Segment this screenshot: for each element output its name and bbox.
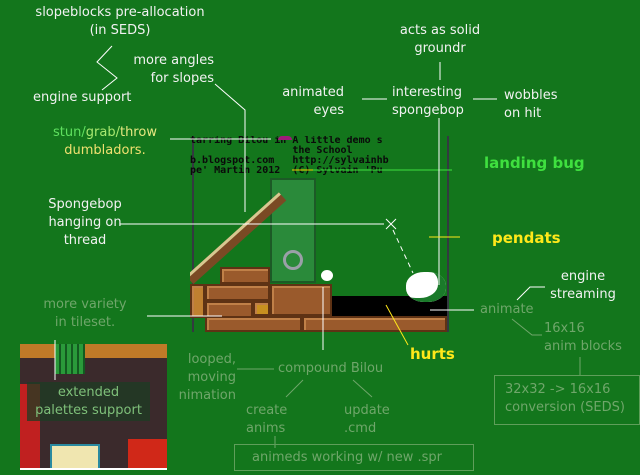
- note-stun-grab-throw: stun/grab/throw dumbladors.: [40, 124, 170, 160]
- bilou-head-icon: [278, 136, 292, 140]
- text-line: anims: [246, 421, 286, 436]
- spongebop-character: [406, 272, 446, 302]
- note-create-anims: create anims: [246, 402, 287, 438]
- text-line: 16x16: [544, 321, 585, 336]
- bilou-character: [321, 270, 333, 281]
- text-line: .cmd: [344, 421, 377, 436]
- stun-label: stun/: [53, 125, 86, 140]
- text-line: more angles: [133, 53, 214, 68]
- extended-palettes-label: extended palettes support: [27, 384, 150, 420]
- grab-label: grab/: [85, 125, 120, 140]
- game-screenshot: tarring Bilou in A little demo s the Sch…: [190, 136, 451, 332]
- note-compound-bilou: compound Bilou: [278, 361, 384, 376]
- text-line: thread: [63, 233, 107, 248]
- text-line: engine: [560, 269, 606, 284]
- note-update-cmd: update .cmd: [344, 402, 390, 438]
- text-line: moving: [187, 370, 236, 385]
- text-line: (in SEDS): [89, 23, 151, 38]
- text-line: interesting: [392, 85, 462, 100]
- text-line: 32x32 -> 16x16: [505, 382, 611, 397]
- text-line: looped,: [187, 352, 236, 367]
- note-interesting-spongebop: interesting spongebop: [392, 84, 464, 120]
- credits-line: pe' Martin 2012 (C) Sylvain 'Pu: [190, 165, 383, 176]
- note-more-angles: more angles for slopes: [110, 52, 214, 88]
- text-line: for slopes: [150, 71, 214, 86]
- text-line: groundr: [414, 41, 466, 56]
- note-acts-solid: acts as solid groundr: [385, 22, 495, 58]
- text-line: create: [246, 403, 288, 418]
- text-line: update: [344, 403, 390, 418]
- credits-line: tarring Bilou in A little demo s: [190, 136, 383, 146]
- note-animeds: animeds working w/ new .spr: [252, 450, 442, 465]
- text-line: in tileset.: [54, 315, 116, 330]
- credits-line: the School: [190, 145, 353, 156]
- text-line: palettes support: [35, 403, 142, 418]
- text-line: dumbladors.: [64, 143, 146, 158]
- note-looped: looped, moving nimation: [160, 351, 236, 405]
- text-line: anim blocks: [544, 339, 622, 354]
- text-line: streaming: [550, 287, 616, 302]
- note-slopeblocks: slopeblocks pre-allocation (in SEDS): [20, 4, 220, 40]
- note-engine-streaming: engine streaming: [540, 268, 626, 304]
- text-line: hanging on: [48, 215, 122, 230]
- note-spongebop-thread: Spongebop hanging on thread: [30, 196, 140, 250]
- note-conversion: 32x32 -> 16x16 conversion (SEDS): [505, 381, 625, 417]
- extended-palettes-overlay: [27, 382, 150, 421]
- note-animated-eyes: animated eyes: [260, 84, 344, 120]
- note-wobbles: wobbles on hit: [504, 87, 557, 123]
- note-engine-support: engine support: [33, 90, 132, 105]
- note-landing-bug: landing bug: [484, 154, 585, 172]
- note-pendats: pendats: [492, 229, 561, 247]
- text-line: on hit: [504, 106, 542, 121]
- text-line: more variety: [43, 297, 127, 312]
- note-animate: animate: [480, 302, 534, 317]
- note-hurts: hurts: [410, 345, 455, 363]
- text-line: nimation: [178, 388, 236, 403]
- note-anim-blocks: 16x16 anim blocks: [544, 320, 622, 356]
- text-line: Spongebop: [48, 197, 122, 212]
- text-line: extended: [57, 385, 120, 400]
- text-line: conversion (SEDS): [505, 400, 625, 415]
- animeds-box: [234, 444, 474, 471]
- throw-label: throw: [119, 125, 157, 140]
- text-line: eyes: [313, 103, 344, 118]
- ring-icon: [283, 250, 303, 270]
- text-line: acts as solid: [399, 23, 481, 38]
- note-more-variety: more variety in tileset.: [30, 296, 140, 332]
- text-line: slopeblocks pre-allocation: [35, 5, 205, 20]
- text-line: animated: [282, 85, 344, 100]
- text-line: wobbles: [504, 88, 558, 103]
- text-line: spongebop: [392, 103, 464, 118]
